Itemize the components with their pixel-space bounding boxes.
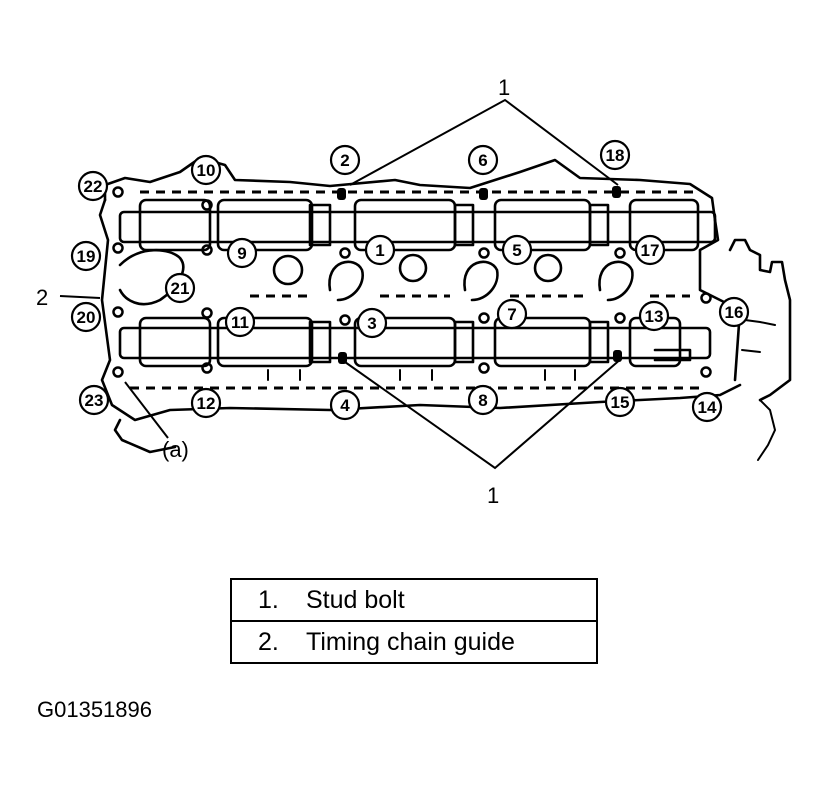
- sequence-circle: [78, 384, 110, 416]
- sequence-circle: [691, 391, 723, 423]
- sequence-marker: 12: [190, 387, 222, 419]
- sequence-marker: 20: [70, 301, 102, 333]
- upper-camshaft: [118, 198, 717, 252]
- sequence-number: 17: [641, 241, 660, 260]
- sequence-circle: [164, 272, 196, 304]
- legend-label: Stud bolt: [306, 585, 405, 614]
- sequence-marker: 6: [467, 144, 499, 176]
- sequence-circle: [224, 306, 256, 338]
- sequence-circle: [329, 389, 361, 421]
- sequence-marker: 4: [329, 389, 361, 421]
- sequence-marker: 9: [226, 237, 258, 269]
- legend-number: 1.: [258, 585, 279, 614]
- sequence-number: 3: [367, 314, 376, 333]
- spark-plug-wells: [118, 190, 700, 390]
- sequence-number: 9: [237, 244, 246, 263]
- sequence-marker: 22: [77, 170, 109, 202]
- sequence-circle: [70, 301, 102, 333]
- sequence-number: 20: [77, 308, 96, 327]
- sequence-circle: [77, 170, 109, 202]
- sequence-circle: [364, 234, 396, 266]
- sequence-marker: 8: [467, 384, 499, 416]
- sequence-circle: [467, 384, 499, 416]
- sequence-circle: [501, 234, 533, 266]
- sequence-circle: [70, 240, 102, 272]
- sequence-marker: 15: [604, 386, 636, 418]
- sequence-number: 22: [84, 177, 103, 196]
- sequence-circle: [599, 139, 631, 171]
- legend-number: 2.: [258, 627, 279, 656]
- lower-camshaft: [118, 316, 712, 368]
- sequence-number: 14: [698, 398, 717, 417]
- callout-timing-chain-guide: 2: [36, 285, 48, 310]
- callout-detail-a: (a): [162, 437, 189, 462]
- sequence-number: 2: [340, 151, 349, 170]
- sequence-marker: 1: [364, 234, 396, 266]
- sequence-marker: 2: [329, 144, 361, 176]
- sequence-circle: [496, 298, 528, 330]
- sequence-number: 18: [606, 146, 625, 165]
- sequence-circle: [718, 296, 750, 328]
- sequence-number: 8: [478, 391, 487, 410]
- sequence-number: 10: [197, 161, 216, 180]
- callout-stud-bolt-top: 1: [498, 75, 510, 100]
- sequence-number: 15: [611, 393, 630, 412]
- sequence-circle: [467, 144, 499, 176]
- legend-row: 2. Timing chain guide: [230, 620, 598, 664]
- sequence-marker: 11: [224, 306, 256, 338]
- sequence-marker: 10: [190, 154, 222, 186]
- sequence-circle: [634, 234, 666, 266]
- sequence-number: 19: [77, 247, 96, 266]
- sequence-marker: 7: [496, 298, 528, 330]
- sequence-number: 7: [507, 305, 516, 324]
- sequence-circle: [638, 300, 670, 332]
- legend-table: 1. Stud bolt 2. Timing chain guide: [230, 578, 598, 664]
- sequence-marker: 3: [356, 307, 388, 339]
- sequence-circle: [190, 154, 222, 186]
- sequence-number: 21: [171, 279, 190, 298]
- leader-lines: [59, 98, 623, 470]
- sequence-number: 6: [478, 151, 487, 170]
- sequence-circle: [190, 387, 222, 419]
- sequence-number: 4: [340, 396, 350, 415]
- sequence-circle: [604, 386, 636, 418]
- sequence-marker: 18: [599, 139, 631, 171]
- sequence-number: 1: [375, 241, 384, 260]
- sequence-number: 11: [231, 313, 249, 332]
- sequence-number: 12: [197, 394, 216, 413]
- sequence-circle: [356, 307, 388, 339]
- legend-row: 1. Stud bolt: [230, 578, 598, 622]
- legend-cell: 2. Timing chain guide: [230, 620, 598, 664]
- sequence-marker: 17: [634, 234, 666, 266]
- sequence-marker: 16: [718, 296, 750, 328]
- sequence-marker: 13: [638, 300, 670, 332]
- sequence-marker: 5: [501, 234, 533, 266]
- bolt-heads: [112, 186, 712, 378]
- sequence-marker: 23: [78, 384, 110, 416]
- legend-label: Timing chain guide: [306, 627, 515, 656]
- callout-stud-bolt-bottom: 1: [487, 483, 499, 508]
- sequence-circle: [329, 144, 361, 176]
- sequence-marker: 14: [691, 391, 723, 423]
- figure-code: G01351896: [37, 697, 152, 722]
- sequence-marker: 19: [70, 240, 102, 272]
- sequence-number: 23: [85, 391, 104, 410]
- sequence-number: 13: [645, 307, 664, 326]
- legend-cell: 1. Stud bolt: [230, 578, 598, 622]
- sequence-marker: 21: [164, 272, 196, 304]
- sequence-number: 16: [725, 303, 744, 322]
- timing-end-housing: [728, 238, 792, 461]
- sequence-number: 5: [512, 241, 521, 260]
- sequence-circle: [226, 237, 258, 269]
